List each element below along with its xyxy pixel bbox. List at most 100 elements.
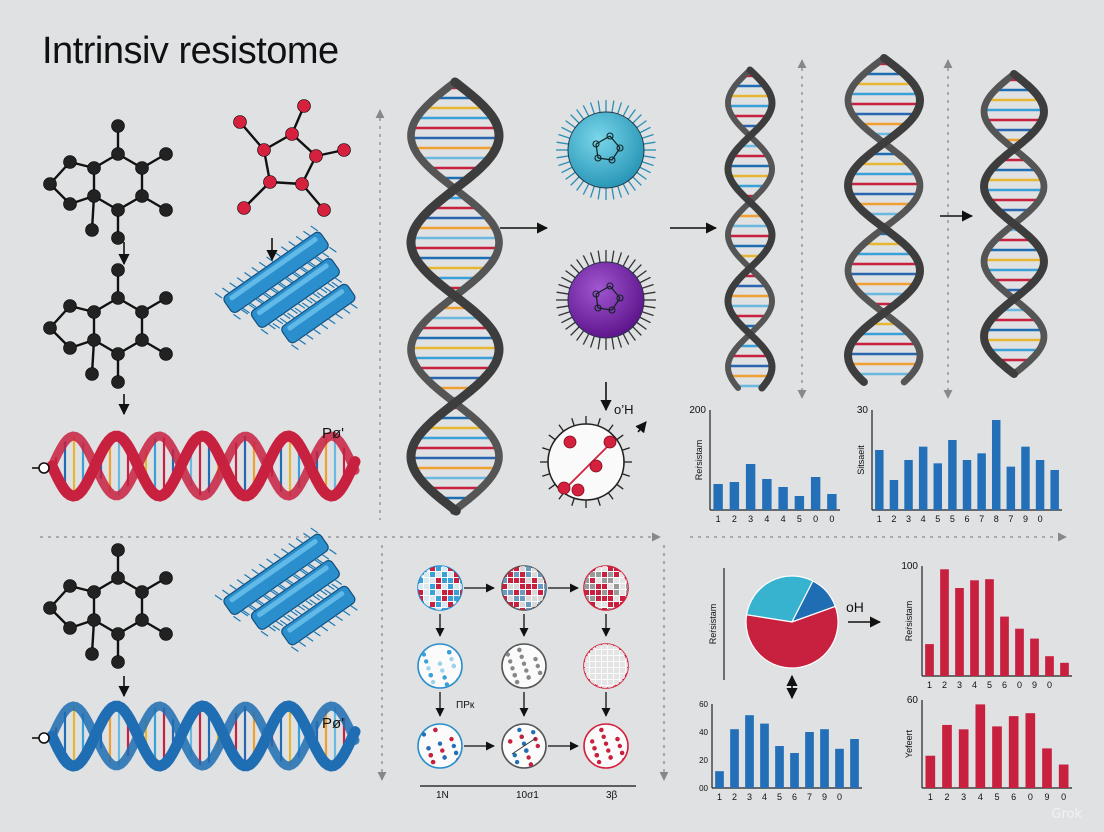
grid-cell — [454, 566, 459, 571]
grid-cell — [584, 662, 589, 667]
spike — [548, 483, 556, 490]
grid-cell — [502, 608, 507, 610]
grid-cell — [436, 608, 441, 610]
vertical-helix — [406, 77, 504, 516]
grid-cell — [526, 572, 531, 577]
grid-cell — [436, 578, 441, 583]
ribbon-hair — [335, 313, 343, 320]
ribbon-hair — [256, 297, 265, 304]
x-tick-label: 0 — [1047, 680, 1052, 690]
x-tick-label: 3 — [961, 792, 966, 802]
atom — [159, 347, 173, 361]
colony — [524, 748, 529, 753]
bar — [991, 420, 1001, 510]
colony — [528, 762, 534, 767]
spike — [542, 473, 551, 477]
ribbon-hair — [315, 557, 324, 564]
grid-cell — [442, 572, 447, 577]
grid-cell — [424, 596, 429, 601]
cilium — [641, 133, 654, 139]
grid-cell — [590, 590, 595, 595]
ribbon-hair — [301, 568, 309, 575]
grid-cell — [508, 602, 513, 607]
ribbon-highlight — [256, 263, 329, 316]
grid-cell — [424, 572, 429, 577]
bar — [975, 704, 986, 788]
grid-cell — [532, 584, 537, 589]
colony — [594, 753, 599, 758]
dish-body — [417, 643, 463, 689]
x-tick-label: 2 — [944, 792, 949, 802]
spike — [621, 473, 630, 477]
x-tick-label: 8 — [994, 514, 999, 524]
ribbon-hair — [349, 604, 358, 611]
ribbon-strand — [223, 533, 329, 616]
y-tick-label: 60 — [699, 700, 708, 709]
bar — [1035, 460, 1045, 510]
spike — [571, 497, 575, 506]
bacterium — [556, 250, 656, 350]
cell-line — [565, 443, 611, 489]
grid-cell — [532, 602, 537, 607]
colony — [531, 730, 536, 735]
grid-cell — [602, 578, 607, 583]
ribbon-hair — [242, 307, 250, 314]
ribbon-hair — [331, 583, 340, 590]
x-tick-label: 6 — [1002, 680, 1007, 690]
spike — [597, 418, 601, 427]
colony — [451, 663, 456, 669]
colony — [426, 746, 431, 751]
ribbon-hair — [280, 246, 289, 253]
grid-cell — [538, 566, 543, 571]
ribbon-hair — [320, 625, 329, 632]
ribbon-hair — [279, 619, 288, 626]
ribbon-hair — [342, 308, 351, 314]
cilium — [556, 291, 569, 295]
grid-cell — [626, 572, 628, 577]
cilium — [589, 252, 595, 265]
grid-cell — [626, 668, 628, 673]
x-tick-label: 9 — [822, 792, 827, 802]
grid-cell — [520, 596, 525, 601]
atom — [111, 571, 125, 585]
colony — [521, 661, 527, 666]
cilium — [561, 126, 573, 134]
atom — [135, 189, 149, 203]
bar — [805, 732, 814, 788]
grid-cell — [590, 656, 595, 661]
grid-cell — [584, 584, 589, 589]
cell-particle — [563, 435, 577, 449]
atom — [63, 299, 77, 313]
ribbon-strand — [281, 283, 356, 344]
ribbon-hair — [280, 548, 289, 555]
atom — [135, 613, 149, 627]
bar — [925, 755, 936, 788]
bar — [940, 569, 949, 676]
ribbon-hair — [321, 553, 330, 560]
grid-cell — [602, 680, 607, 685]
atom — [237, 201, 251, 215]
ribbon-highlight — [287, 289, 345, 331]
grid-cell — [602, 650, 607, 655]
grid-cell — [620, 686, 625, 688]
cilium — [627, 180, 636, 191]
cilium — [570, 264, 580, 274]
ribbon-hair — [293, 573, 302, 580]
colony — [449, 656, 454, 662]
grid-cell — [596, 656, 601, 661]
colony — [603, 741, 609, 746]
grid-cell — [418, 578, 423, 583]
ribbon-hair — [315, 255, 324, 262]
ribbon-hair — [306, 564, 315, 571]
grid-cell — [544, 584, 546, 589]
cilium — [558, 161, 571, 167]
bar — [835, 748, 844, 788]
x-tick-label: 3 — [747, 792, 752, 802]
colony — [421, 732, 427, 737]
grid-cell — [626, 590, 628, 595]
cilium — [561, 276, 573, 284]
cilium — [589, 335, 595, 348]
x-tick-label: 0 — [829, 514, 834, 524]
